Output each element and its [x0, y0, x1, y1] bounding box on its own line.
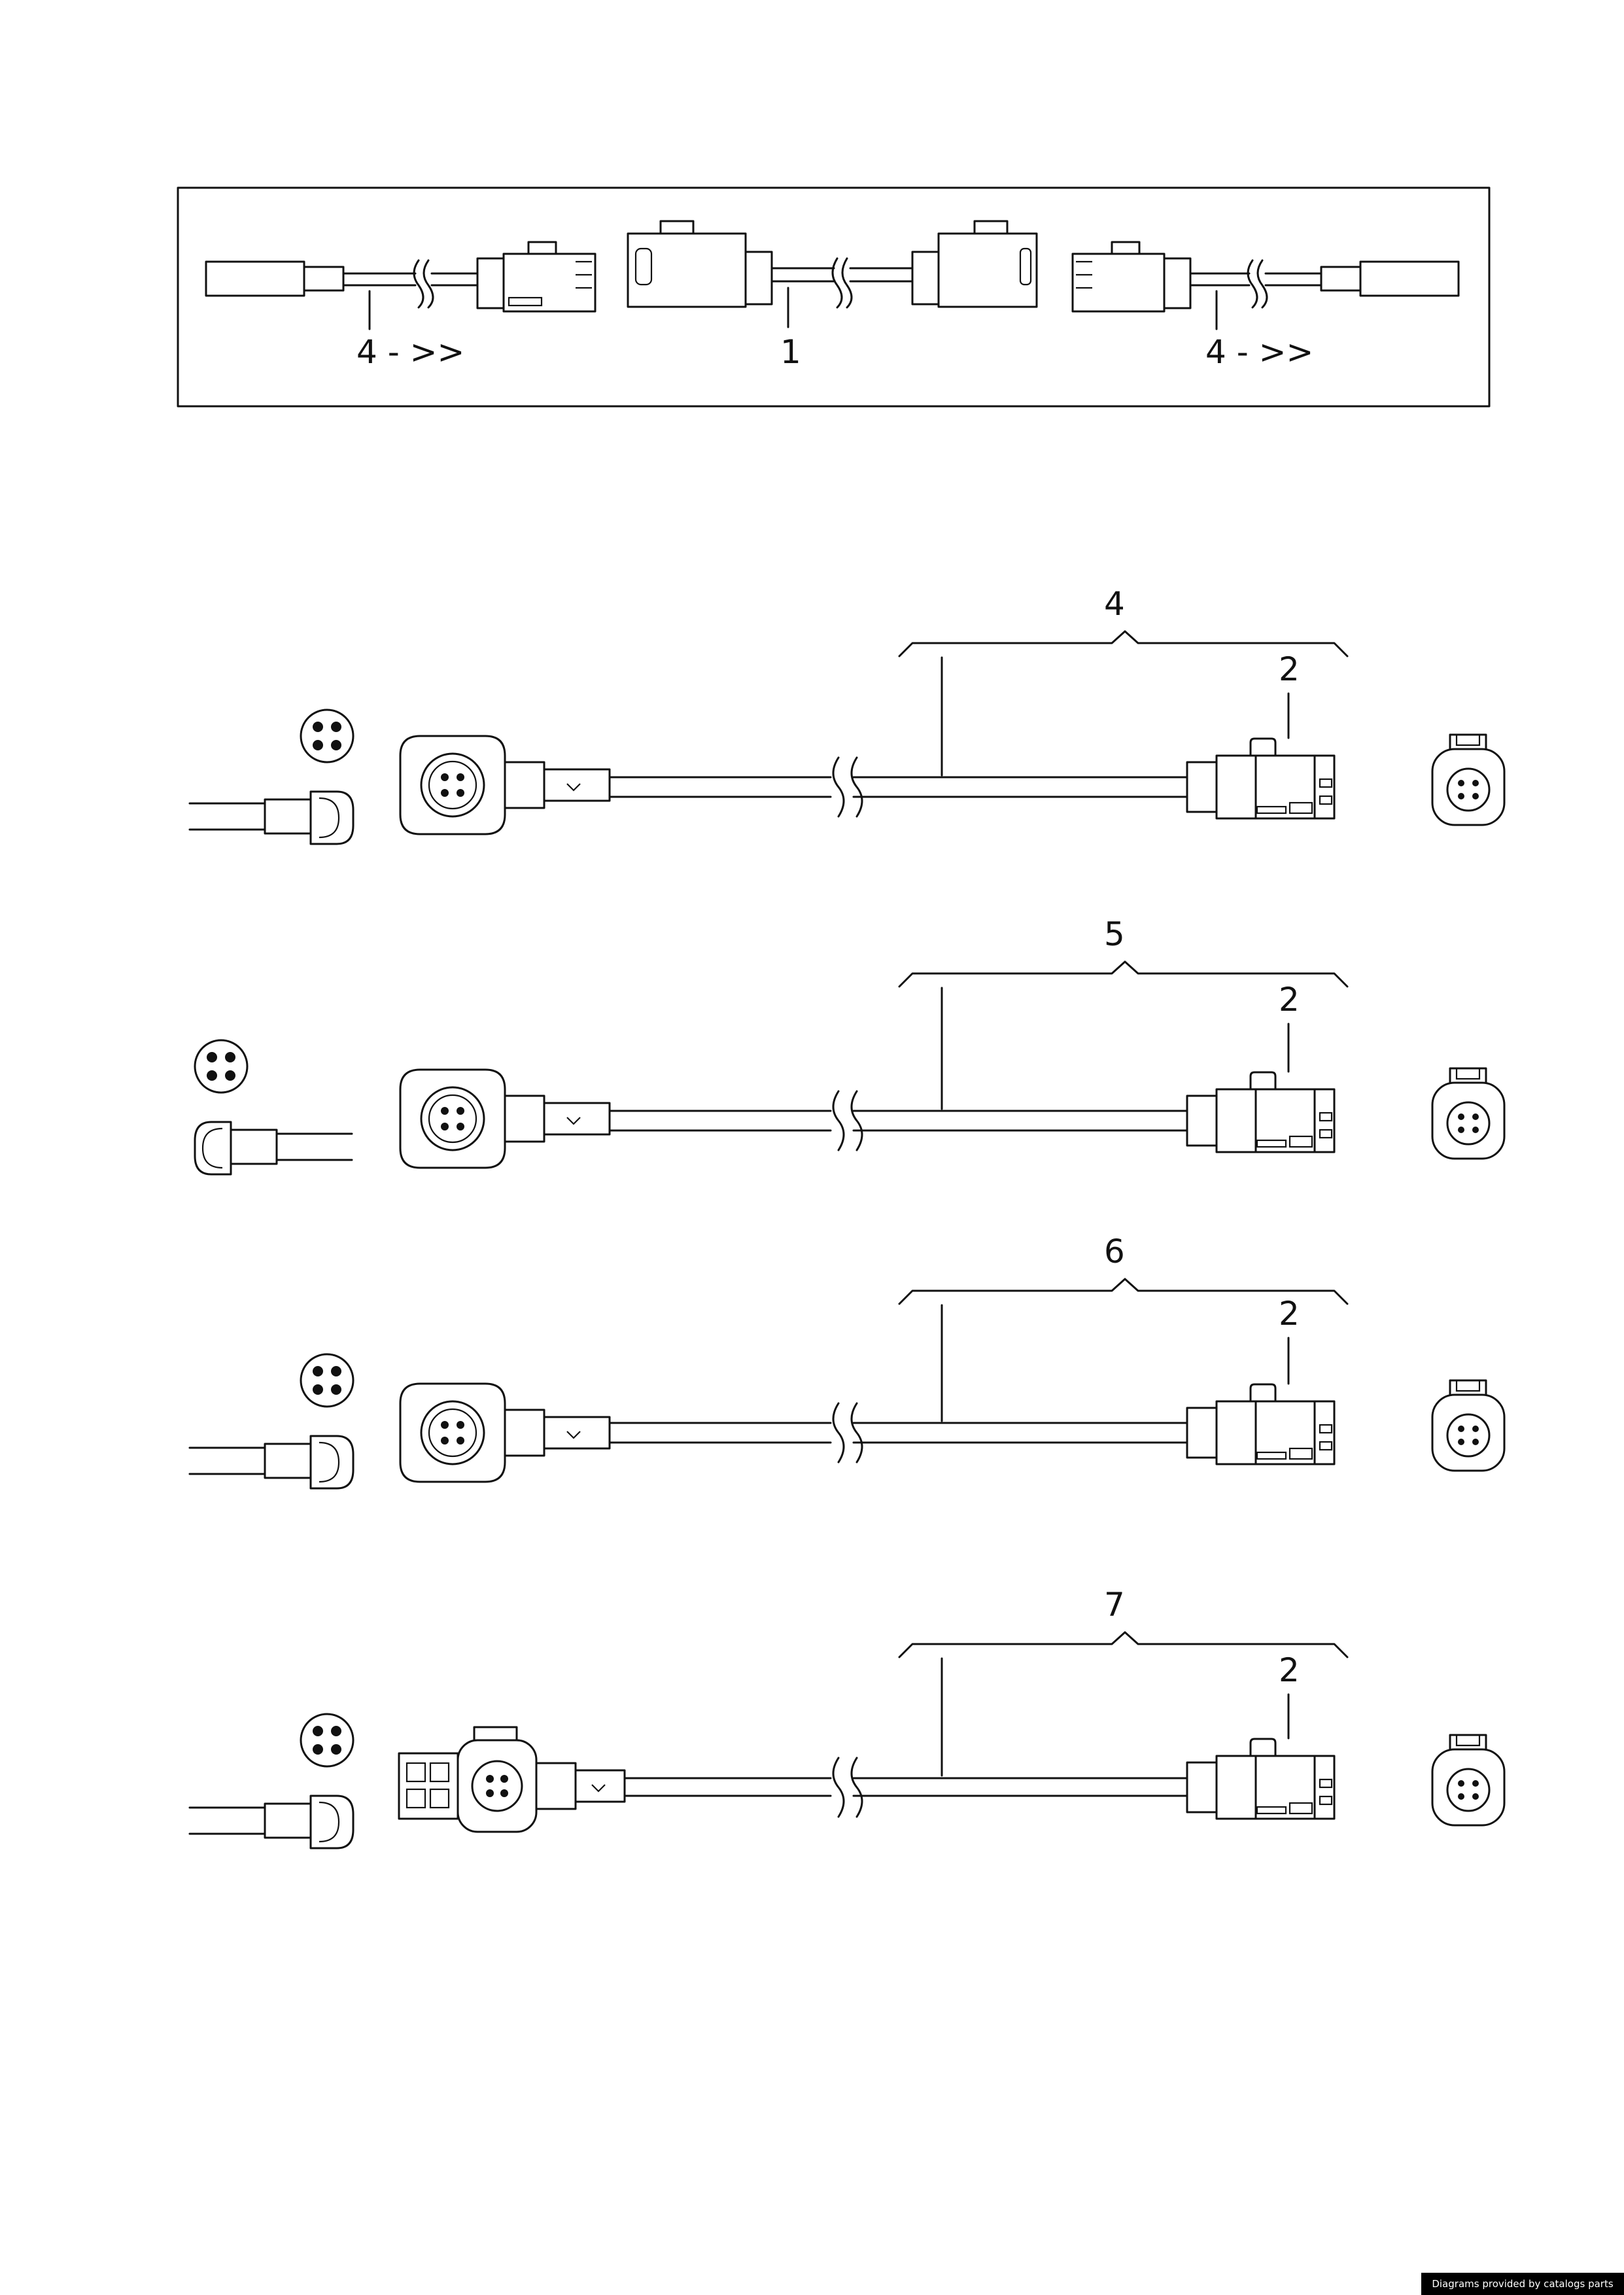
label-group-6: 6 — [1104, 1233, 1125, 1270]
label-group-5: 5 — [1104, 915, 1125, 953]
label-top-left: 4 - >> — [356, 333, 464, 371]
cable-assembly-5: 5 2 — [194, 915, 1506, 1176]
label-part-2-row3: 2 — [1279, 1295, 1300, 1333]
label-top-right: 4 - >> — [1205, 333, 1313, 371]
label-part-2-row2: 2 — [1279, 981, 1300, 1019]
top-center-cable — [627, 220, 1038, 328]
top-left-cable — [205, 241, 596, 330]
label-group-4: 4 — [1104, 585, 1125, 623]
top-right-cable — [1071, 241, 1460, 330]
label-top-center: 1 — [780, 333, 801, 371]
cable-assembly-6: 6 2 — [188, 1233, 1506, 1490]
top-frame — [177, 186, 1491, 408]
label-part-2-row4: 2 — [1279, 1651, 1300, 1689]
label-group-7: 7 — [1104, 1586, 1125, 1624]
label-part-2-row1: 2 — [1279, 650, 1300, 688]
cable-assembly-7: 7 2 — [188, 1586, 1506, 1849]
cable-assembly-4: 4 2 — [188, 585, 1506, 845]
credit-badge: Diagrams provided by catalogs parts — [1421, 2273, 1624, 2295]
